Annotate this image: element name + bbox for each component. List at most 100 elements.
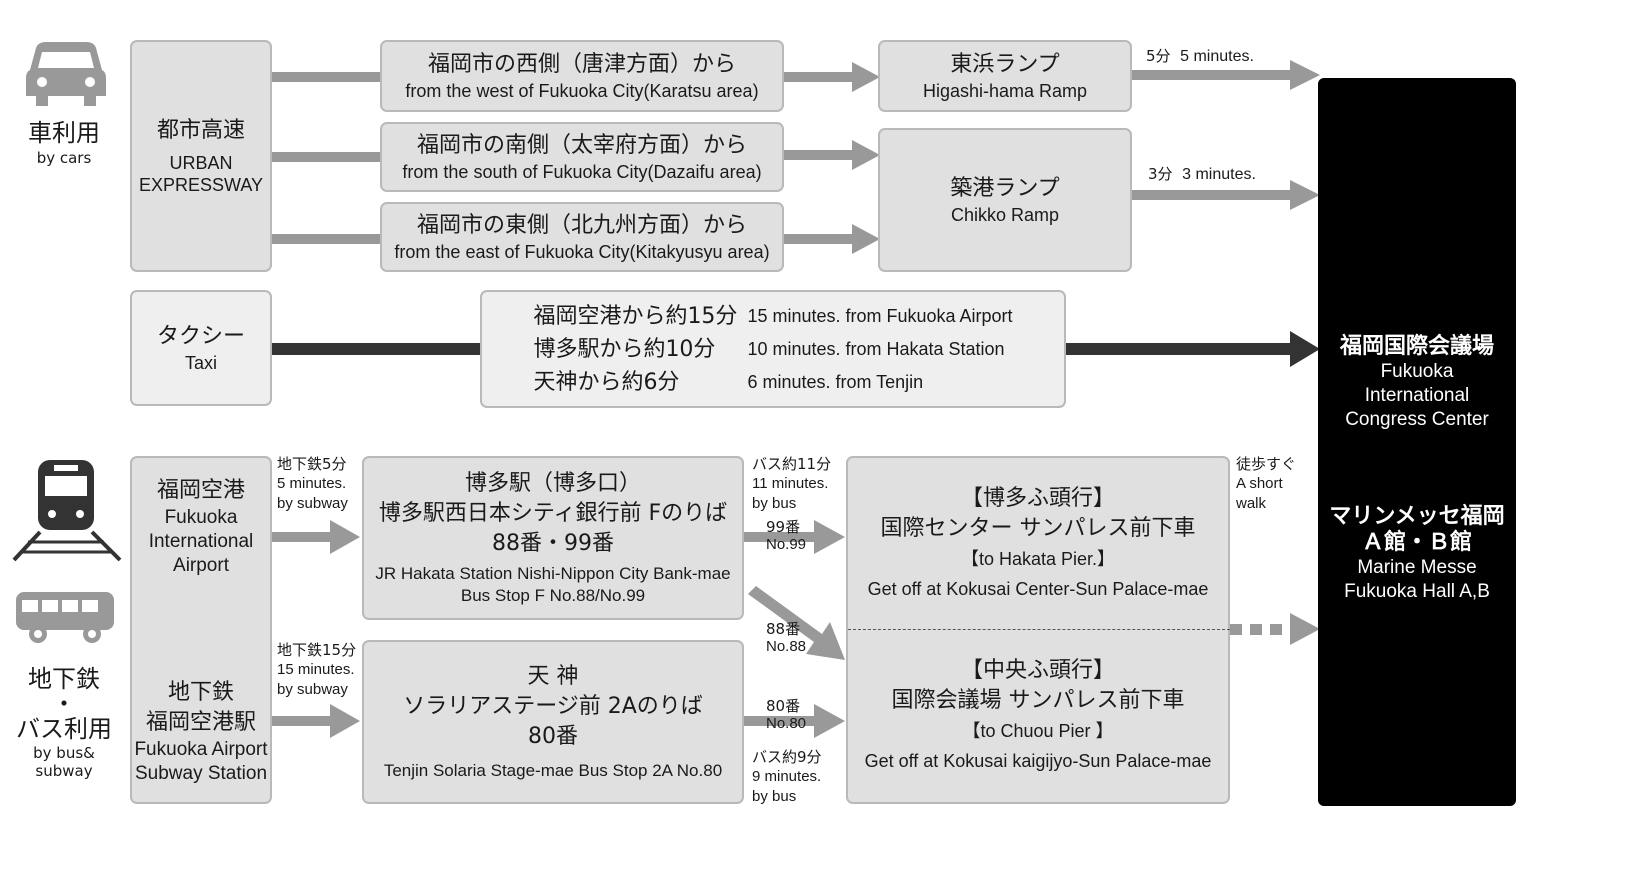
ramp-chikko-box: 築港ランプ Chikko Ramp	[878, 128, 1132, 272]
tenjin-stop-box: 天 神 ソラリアステージ前 2Aのりば 80番 Tenjin Solaria S…	[362, 640, 744, 804]
subway-to-tenjin-label: 地下鉄15分 15 minutes. by subway	[277, 640, 356, 700]
stop-hakata-pier: 【博多ふ頭行】 国際センター サンパレス前下車 【to Hakata Pier.…	[848, 458, 1228, 630]
train-icon	[12, 460, 122, 562]
stop-hakata-jp-1: 【博多ふ頭行】	[960, 486, 1115, 511]
subway-15-jp: 地下鉄15分	[277, 641, 357, 659]
route-west-box: 福岡市の西側（唐津方面）から from the west of Fukuoka …	[380, 40, 784, 112]
walk-en-2: walk	[1236, 495, 1267, 512]
expressway-box: 都市高速 URBAN EXPRESSWAY	[130, 40, 272, 272]
arrow-west-to-higashihama	[784, 62, 880, 92]
walk-dash-2	[1250, 624, 1262, 635]
time-jp-5: 5分	[1146, 47, 1171, 65]
hakata-en-1: JR Hakata Station Nishi-Nippon City Bank…	[375, 564, 731, 583]
bus-11-label: バス約11分 11 minutes. by bus	[752, 454, 831, 514]
no99-en: No.99	[766, 536, 807, 553]
connector-south	[272, 152, 382, 162]
ramp-chikko-jp: 築港ランプ	[950, 176, 1060, 201]
walk-en-1: A short	[1236, 475, 1283, 492]
subway-15-en: 15 minutes.	[277, 661, 355, 678]
stop-chuou-jp-1: 【中央ふ頭行】	[960, 658, 1115, 683]
taxi-row-3-en: 6 minutes. from Tenjin	[747, 371, 924, 392]
connector-east	[272, 234, 382, 244]
bus-9-label: バス約9分 9 minutes. by bus	[752, 747, 822, 807]
transit-mode-dot: ・	[52, 690, 76, 718]
congress-jp: 福岡国際会議場	[1339, 334, 1494, 359]
taxi-connector	[272, 343, 482, 355]
bus-11-by: by bus	[752, 495, 797, 512]
subway-jp-1: 地下鉄	[167, 680, 234, 705]
taxi-row-3-jp: 天神から約6分	[533, 369, 680, 395]
arrow-bus-99	[744, 520, 845, 554]
transit-mode-label: 地下鉄 ・ バス利用 by bus& subway	[4, 664, 124, 780]
time-jp-3: 3分	[1148, 165, 1173, 183]
transit-mode-en-1: by bus&	[33, 744, 95, 762]
transit-mode-jp-2: バス利用	[16, 715, 112, 743]
airport-en-3: Airport	[173, 555, 229, 576]
route-east-box: 福岡市の東側（北九州方面）から from the east of Fukuoka…	[380, 202, 784, 272]
no80-jp: 80番	[766, 697, 801, 715]
time-en-5: 5 minutes.	[1180, 48, 1254, 65]
arrow-chikko-to-dest	[1132, 180, 1320, 210]
route-west-jp: 福岡市の西側（唐津方面）から	[427, 52, 736, 77]
walk-label: 徒歩すぐ A short walk	[1236, 454, 1296, 514]
car-mode-label: 車利用 by cars	[8, 118, 120, 168]
taxi-row-2-en: 10 minutes. from Hakata Station	[747, 338, 1005, 359]
ramp-higashihama-box: 東浜ランプ Higashi-hama Ramp	[878, 40, 1132, 112]
taxi-row-2-jp: 博多駅から約10分	[533, 336, 716, 362]
messe-jp-1: マリンメッセ福岡	[1329, 504, 1505, 529]
taxi-jp: タクシー	[156, 324, 245, 349]
car-icon	[26, 42, 106, 106]
subway-5-jp: 地下鉄5分	[277, 455, 347, 473]
route-south-en: from the south of Fukuoka City(Dazaifu a…	[402, 162, 762, 182]
ramp-chikko-time: 3分 3 minutes.	[1148, 164, 1256, 186]
taxi-row-1-jp: 福岡空港から約15分	[533, 303, 738, 329]
walk-dash-1	[1230, 624, 1242, 635]
car-mode-jp: 車利用	[28, 119, 100, 147]
bus-80-label: 80番 No.80	[766, 697, 806, 733]
hakata-jp-1: 博多駅（博多口）	[464, 471, 641, 496]
hakata-stop-box: 博多駅（博多口） 博多駅西日本シティ銀行前 Fのりば 88番・99番 JR Ha…	[362, 456, 744, 620]
route-east-jp: 福岡市の東側（北九州方面）から	[416, 213, 747, 238]
airport-box: 福岡空港 Fukuoka International Airport 地下鉄 福…	[130, 456, 272, 804]
subway-en-2: Subway Station	[134, 763, 268, 784]
taxi-row-1-en: 15 minutes. from Fukuoka Airport	[747, 305, 1013, 326]
stop-divider	[848, 629, 1230, 630]
taxi-times-grid: 福岡空港から約15分 15 minutes. from Fukuoka Airp…	[533, 300, 1012, 399]
stop-chuou-en-2: Get off at Kokusai kaigijyo-Sun Palace-m…	[864, 751, 1212, 771]
stop-chuou-pier: 【中央ふ頭行】 国際会議場 サンパレス前下車 【to Chuou Pier 】 …	[848, 630, 1228, 802]
airport-jp: 福岡空港	[156, 478, 245, 503]
no99-jp: 99番	[766, 518, 801, 536]
arrow-bus-88	[748, 586, 845, 660]
stop-chuou-en-1: 【to Chuou Pier 】	[962, 721, 1114, 741]
route-south-jp: 福岡市の南側（太宰府方面）から	[416, 133, 747, 158]
ramp-higashihama-jp: 東浜ランプ	[950, 52, 1060, 77]
stop-chuou-jp-2: 国際会議場 サンパレス前下車	[891, 688, 1185, 713]
walk-jp: 徒歩すぐ	[1236, 455, 1297, 473]
hakata-en-2: Bus Stop F No.88/No.99	[460, 586, 646, 605]
bus-99-label: 99番 No.99	[766, 518, 806, 554]
ramp-higashihama-time: 5分 5 minutes.	[1146, 46, 1254, 68]
tenjin-jp-3: 80番	[528, 724, 578, 749]
stop-hakata-jp-2: 国際センター サンパレス前下車	[880, 516, 1196, 541]
no88-en: No.88	[766, 638, 807, 655]
subway-5-en: 5 minutes.	[277, 475, 347, 492]
airport-en-2: International	[148, 531, 254, 552]
transit-mode-jp-1: 地下鉄	[28, 665, 100, 693]
bus-icon	[16, 592, 114, 643]
congress-en-1: Fukuoka	[1380, 361, 1454, 382]
congress-en-2: International	[1364, 385, 1470, 406]
stop-hakata-en-2: Get off at Kokusai Center-Sun Palace-mae	[867, 579, 1209, 599]
messe-en-2: Fukuoka Hall A,B	[1344, 581, 1490, 602]
messe-en-1: Marine Messe	[1357, 557, 1477, 578]
bus-stop-box	[846, 456, 1230, 804]
arrow-airport-to-tenjin	[272, 704, 360, 738]
tenjin-jp-2: ソラリアステージ前 2Aのりば	[403, 694, 703, 719]
arrow-airport-to-hakata	[272, 520, 360, 554]
subway-jp-2: 福岡空港駅	[145, 710, 256, 735]
bus-9-by: by bus	[752, 788, 797, 805]
arrow-east-to-chikko	[784, 224, 880, 254]
congress-en-3: Congress Center	[1345, 409, 1489, 430]
messe-jp-2: Ａ館・Ｂ館	[1361, 530, 1472, 555]
walk-dash-3	[1270, 624, 1282, 635]
subway-to-hakata-label: 地下鉄5分 5 minutes. by subway	[277, 454, 348, 514]
